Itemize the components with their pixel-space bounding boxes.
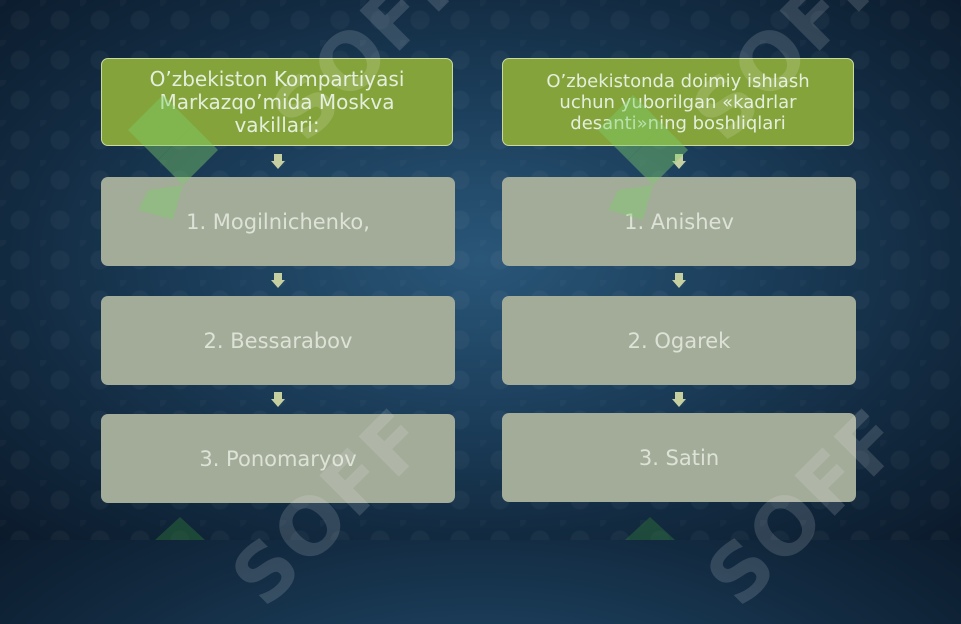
left-column: O’zbekiston Kompartiyasi Markazqo’mida M… <box>101 0 455 540</box>
down-arrow-icon <box>271 392 285 407</box>
right-header-box: O’zbekistonda doimiy ishlash uchun yubor… <box>502 58 854 146</box>
left-item-label: 2. Bessarabov <box>203 328 353 353</box>
down-arrow-icon <box>672 273 686 288</box>
right-item-label: 3. Satin <box>638 445 720 470</box>
right-column: O’zbekistonda doimiy ishlash uchun yubor… <box>502 0 856 540</box>
right-item-box: 2. Ogarek <box>502 296 856 385</box>
right-item-box: 1. Anishev <box>502 177 856 266</box>
left-header-box: O’zbekiston Kompartiyasi Markazqo’mida M… <box>101 58 453 146</box>
right-header-text: O’zbekistonda doimiy ishlash uchun yubor… <box>546 70 810 134</box>
down-arrow-icon <box>672 154 686 169</box>
right-item-box: 3. Satin <box>502 413 856 502</box>
left-item-box: 2. Bessarabov <box>101 296 455 385</box>
down-arrow-icon <box>271 154 285 169</box>
left-item-label: 1. Mogilnichenko, <box>186 209 370 234</box>
down-arrow-icon <box>271 273 285 288</box>
down-arrow-icon <box>672 392 686 407</box>
left-header-text: O’zbekiston Kompartiyasi Markazqo’mida M… <box>149 66 405 137</box>
right-item-label: 2. Ogarek <box>627 328 731 353</box>
left-item-box: 1. Mogilnichenko, <box>101 177 455 266</box>
left-item-box: 3. Ponomaryov <box>101 414 455 503</box>
left-item-label: 3. Ponomaryov <box>199 446 357 471</box>
right-item-label: 1. Anishev <box>624 209 734 234</box>
